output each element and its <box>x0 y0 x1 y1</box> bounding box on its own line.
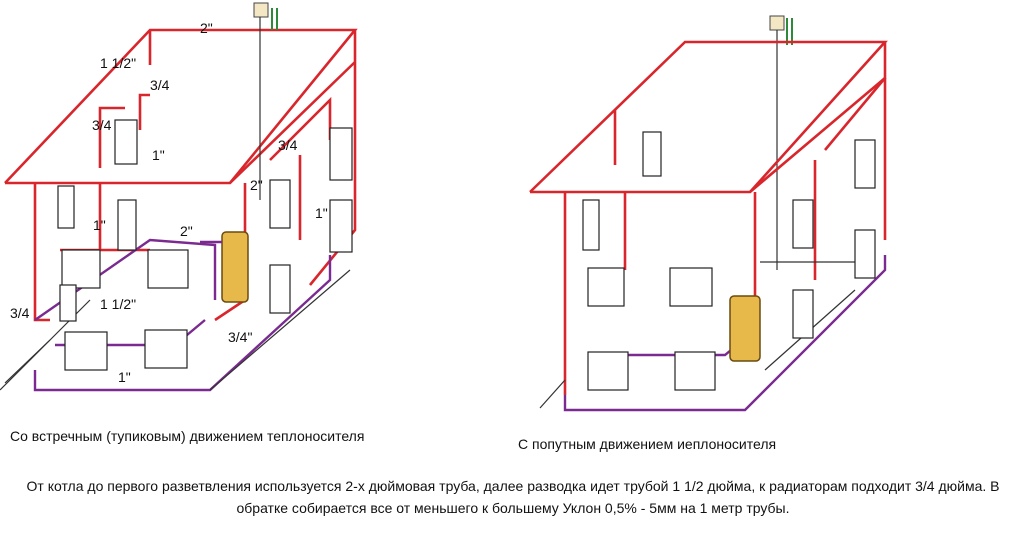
upper-floor-supply-pipes <box>4 28 358 185</box>
upper-floor-supply-pipes-right <box>529 40 888 194</box>
label-lower-34: 3/4" <box>228 329 252 345</box>
radiators <box>57 119 353 371</box>
boiler <box>200 231 249 303</box>
label-bottom-1: 1" <box>118 369 131 385</box>
label-lower-112: 1 1/2" <box>100 296 136 312</box>
pipe-size-labels: 2" 1 1/2" 3/4 3/4 1" 3/4 2" 1" 1" 2" 3/4… <box>10 20 328 385</box>
left-diagram-caption: Со встречным (тупиковым) движением тепло… <box>10 428 365 444</box>
right-diagram-caption: С попутным движением иеплоносителя <box>518 436 777 452</box>
label-mid-2: 2" <box>180 223 193 239</box>
label-upper-1: 1" <box>152 147 165 163</box>
label-mid-1b: 1" <box>315 205 328 221</box>
label-right-34: 3/4 <box>278 137 298 153</box>
boiler-right <box>729 295 761 362</box>
label-upper-34-a: 3/4 <box>150 77 170 93</box>
radiators-right <box>582 131 876 391</box>
label-left-34: 3/4 <box>10 305 30 321</box>
building-risers-right <box>563 78 887 395</box>
expansion-tank-right <box>769 15 793 270</box>
dead-end-heating-diagram: 2" 1 1/2" 3/4 3/4 1" 3/4 2" 1" 1" 2" 3/4… <box>0 2 358 392</box>
parallel-flow-heating-diagram <box>529 15 888 412</box>
label-mid-1a: 1" <box>93 217 106 233</box>
explanatory-note: От котла до первого разветвления использ… <box>26 478 1000 516</box>
label-riser-2: 2" <box>250 177 263 193</box>
lower-floor-return-pipes-right <box>539 255 887 412</box>
label-riser-top: 1 1/2" <box>100 55 136 71</box>
expansion-tank <box>253 2 278 200</box>
label-top-main: 2" <box>200 20 213 36</box>
label-upper-34-b: 3/4 <box>92 117 112 133</box>
